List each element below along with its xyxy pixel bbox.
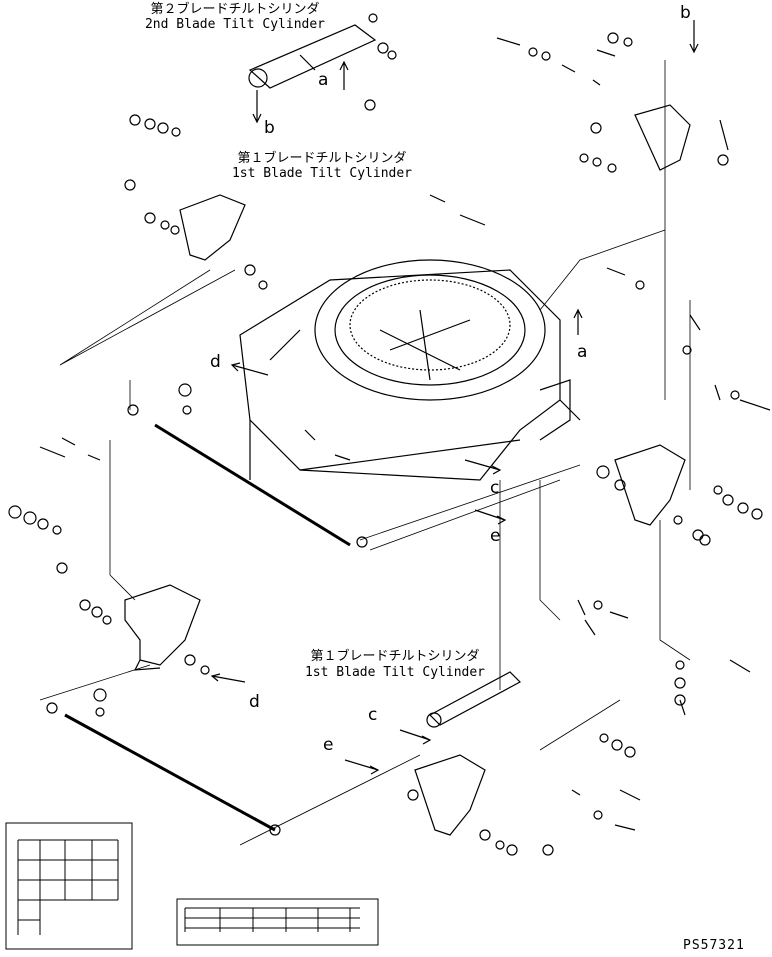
hardware-parts	[8, 13, 771, 856]
reference-arrows	[210, 20, 699, 775]
second-cylinder-label-jp: 第２ブレードチルトシリンダ	[150, 2, 320, 17]
first-cylinder-label-en: 1st Blade Tilt Cylinder	[231, 166, 412, 181]
circle-frame	[239, 259, 581, 481]
arrow-label-b-top-right: b	[680, 3, 691, 23]
arrow-label-d-top: d	[210, 352, 221, 372]
arrow-label-d-bottom: d	[249, 692, 260, 712]
arrow-label-c-bottom: c	[368, 705, 378, 725]
top-left-bracket	[179, 194, 246, 261]
tie-rod-upper	[154, 423, 351, 547]
first-cylinder-lower-label-en: 1st Blade Tilt Cylinder	[304, 665, 485, 680]
arrow-label-e-center: e	[490, 526, 501, 546]
arrow-label-a-top: a	[318, 70, 329, 90]
lower-bracket	[414, 754, 486, 836]
left-bracket	[124, 584, 201, 671]
right-bracket	[614, 444, 686, 526]
arrow-label-e-bottom: e	[323, 735, 334, 755]
first-cylinder-label-jp: 第１ブレードチルトシリンダ	[237, 151, 407, 166]
top-right-bracket	[634, 104, 691, 171]
index-grid-left	[5, 822, 133, 950]
leader-lines	[39, 60, 691, 846]
first-cylinder-lower-label-jp: 第１ブレードチルトシリンダ	[310, 649, 480, 664]
second-cylinder-label-en: 2nd Blade Tilt Cylinder	[144, 17, 325, 32]
first-tilt-cylinder-lower	[426, 671, 521, 728]
tie-rod-lower	[64, 713, 276, 832]
arrow-label-a-right: a	[577, 342, 588, 362]
second-tilt-cylinder	[248, 24, 377, 89]
index-grid-bottom	[176, 898, 379, 946]
arrow-label-c-center: c	[490, 478, 500, 498]
arrow-label-b-top-left: b	[264, 118, 275, 138]
drawing-code: PS57321	[683, 938, 745, 953]
